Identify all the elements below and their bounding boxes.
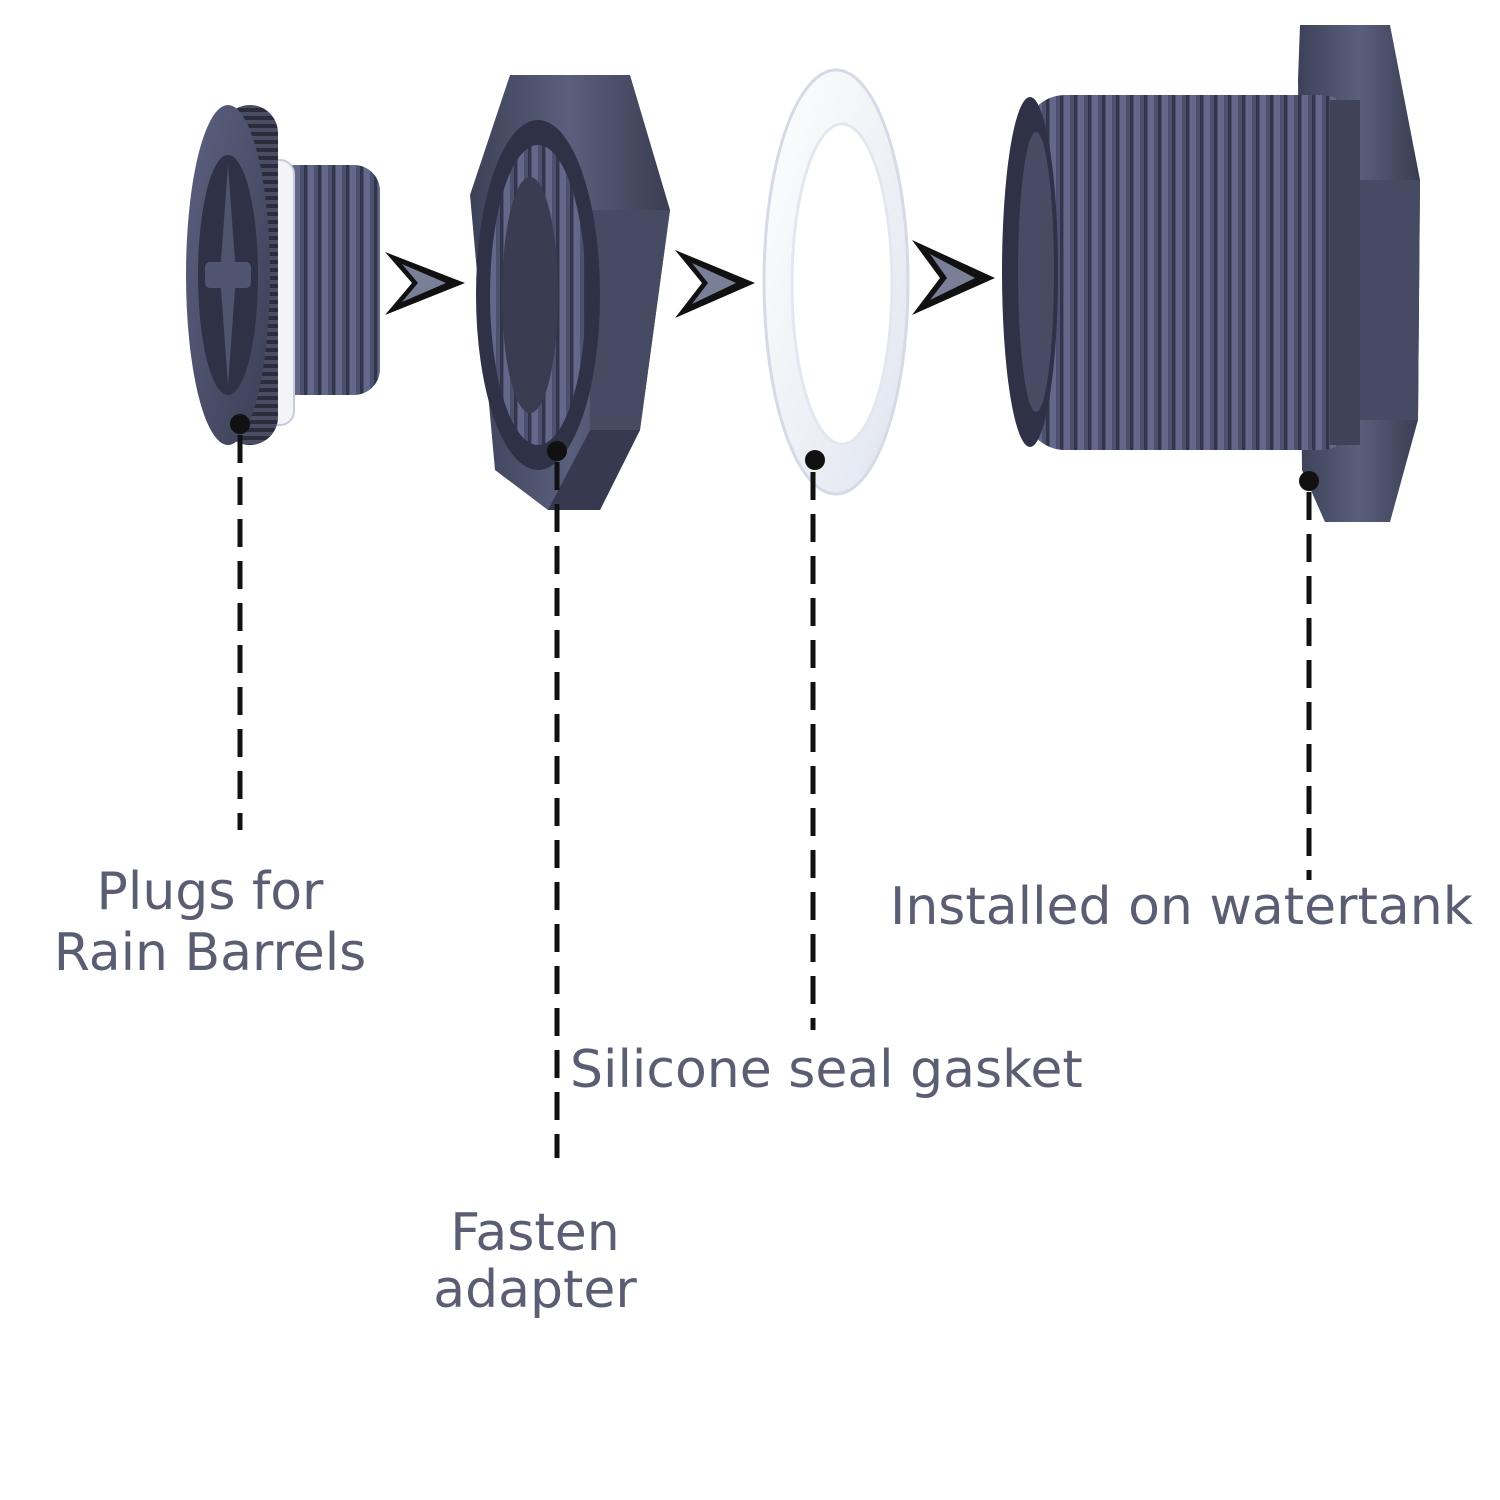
label-line: Plugs for — [96, 862, 324, 922]
label-line: Rain Barrels — [53, 923, 367, 984]
leader-line-plug — [230, 414, 250, 830]
arrow-right-icon — [385, 252, 465, 315]
arrow-right-icon — [912, 240, 995, 315]
threaded-bulkhead-fitting-icon — [1002, 25, 1420, 522]
label-fasten-adapter: Fasten adapter — [400, 1203, 670, 1321]
label-line: Installed on watertank — [890, 877, 1473, 937]
hex-nut-icon — [470, 75, 670, 510]
label-line: adapter — [433, 1260, 637, 1321]
label-plugs-for-rain-barrels: Plugs for Rain Barrels — [30, 862, 390, 985]
label-silicone-seal-gasket: Silicone seal gasket — [570, 1040, 1130, 1101]
leader-line-nut — [547, 441, 567, 1158]
rain-barrel-plug-icon — [186, 105, 380, 445]
label-line: Fasten — [450, 1203, 620, 1263]
label-line: Silicone seal gasket — [570, 1040, 1083, 1100]
label-installed-on-watertank: Installed on watertank — [890, 877, 1490, 938]
seal-ring-icon — [762, 68, 910, 496]
leader-line-fitting — [1299, 471, 1319, 880]
leader-line-gasket — [805, 450, 825, 1030]
arrow-right-icon — [675, 250, 755, 318]
